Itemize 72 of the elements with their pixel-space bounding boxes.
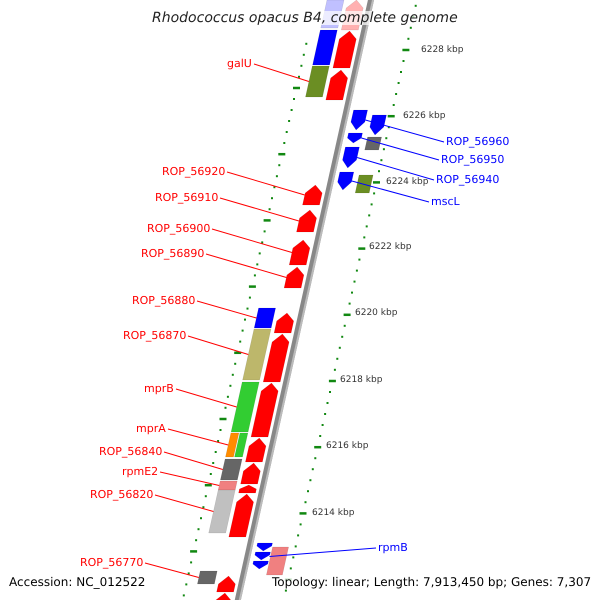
gene-label: ROP_56950 [441,154,504,165]
gene-glyph [197,570,218,584]
leader-line [154,494,214,512]
gene-glyph [350,110,368,130]
leader-line [220,198,300,222]
gene-glyph [302,184,322,206]
gene-glyph [252,542,273,570]
gene-glyph [208,490,236,534]
gene-glyph [370,114,387,136]
leader-line [144,562,200,578]
leader-line [160,472,220,486]
tick-label: 6216 kbp [326,442,368,451]
gene-glyph [312,30,338,66]
leader-line [196,300,257,318]
gene-glyph [288,240,310,266]
gene-label: galU [227,58,252,69]
gene-label: ROP_56960 [446,136,510,147]
gene-glyph [347,132,363,144]
accession-note: Accession: NC_012522 [9,576,146,588]
gene-label: ROP_56870 [123,330,186,341]
gene-glyph [342,146,360,168]
gene-label: mprB [144,383,174,394]
leader-line [168,428,229,446]
leader-line [351,180,430,202]
leader-line [212,228,292,253]
gene-glyph [305,66,330,98]
gene-glyph [354,174,374,194]
gene-label: ROP_56940 [436,174,500,185]
leader-line [176,388,238,408]
gene-label: rpmE2 [122,466,158,477]
gene-label: ROP_56920 [162,166,226,177]
gene-glyph [220,458,242,480]
gene-glyph [296,210,317,232]
gene-glyph [337,172,354,190]
gene-glyph [284,266,304,288]
gene-glyph [326,70,348,100]
gene-label: ROP_56820 [90,489,154,500]
gene-label: ROP_56900 [147,223,210,234]
gene-label: rpmB [378,542,408,553]
tick-label: 6218 kbp [340,376,382,385]
gene-glyph [242,328,272,380]
gene-glyph [234,432,248,458]
leader-line [356,157,434,180]
leader-line [226,172,306,196]
genome-summary-note: Topology: linear; Length: 7,913,450 bp; Genes: 7,307 [272,576,592,588]
gene-glyph [245,438,266,462]
tick-label: 6224 kbp [386,178,428,187]
gene-label: ROP_56910 [155,192,218,203]
gene-label: mprA [136,423,166,434]
tick-label: 6214 kbp [312,509,354,518]
leader-line [188,336,249,355]
gene-label: mscL [431,196,460,207]
leader-line [360,138,440,160]
tick-label: 6226 kbp [403,112,446,121]
gene-label: ROP_56890 [141,248,204,259]
tick-label: 6222 kbp [369,243,412,252]
tick-label: 6228 kbp [421,46,464,55]
leader-line [206,254,287,278]
title: Rhodococcus opacus B4, complete genome [152,11,458,25]
gene-glyph [364,136,382,150]
gene-glyph [225,432,240,458]
gene-label: ROP_56770 [80,557,144,568]
gene-label: ROP_56840 [99,446,162,457]
tick-label: 6220 kbp [355,309,398,318]
leader-line [164,452,224,470]
gene-glyph [266,546,289,576]
gene-label: ROP_56880 [132,295,196,306]
gene-glyph [274,312,294,334]
leader-line [268,548,376,557]
leader-line [364,120,444,142]
leader-line [254,64,310,82]
gene-glyph [332,30,357,68]
